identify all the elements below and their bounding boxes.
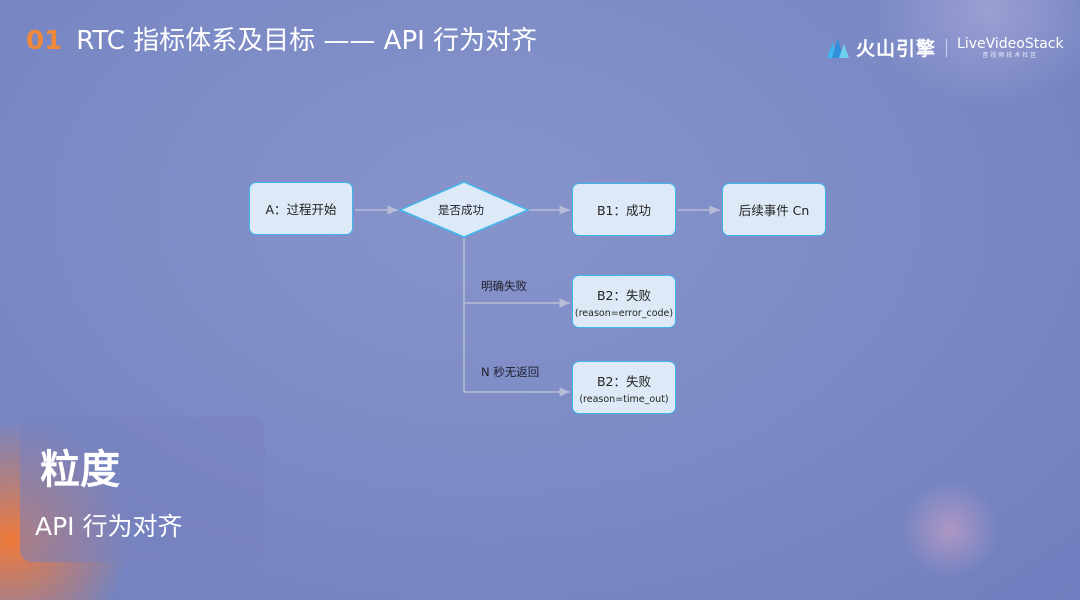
node-label: B2：失败 — [596, 373, 652, 389]
node-label: B1：成功 — [596, 203, 652, 218]
node-fail-timeout: B2：失败 (reason=time_out) — [572, 361, 676, 414]
card-subtitle: API 行为对齐 — [35, 512, 183, 541]
background-glow — [840, 0, 1080, 130]
title-text: RTC 指标体系及目标 —— API 行为对齐 — [76, 26, 538, 56]
card-heading: 粒度 — [40, 447, 120, 493]
page-title: 01 RTC 指标体系及目标 —— API 行为对齐 — [26, 20, 537, 57]
edge-label-error: 明确失败 — [481, 279, 527, 293]
edge-label-timeout: N 秒无返回 — [481, 365, 540, 379]
section-number: 01 — [26, 26, 63, 56]
brand-en: LiveVideoStack — [957, 35, 1064, 52]
node-start: A：过程开始 — [249, 182, 353, 235]
background-glow — [900, 480, 1000, 580]
logo-divider — [946, 38, 948, 57]
decision-diamond — [398, 181, 530, 238]
node-next: 后续事件 Cn — [722, 183, 826, 236]
node-label: B2：失败 — [596, 287, 652, 303]
brand-cn: 火山引擎 — [856, 38, 937, 60]
decision-label: 是否成功 — [438, 203, 484, 217]
volcano-logo-icon — [827, 37, 849, 58]
node-reason: (reason=time_out) — [579, 393, 669, 405]
node-success: B1：成功 — [572, 183, 676, 236]
node-label: A：过程开始 — [265, 202, 337, 217]
node-label: 后续事件 Cn — [738, 203, 810, 218]
node-reason: (reason=error_code) — [574, 307, 674, 319]
node-fail-error: B2：失败 (reason=error_code) — [572, 275, 676, 328]
topic-card: 粒度 API 行为对齐 — [20, 417, 265, 562]
brand-sub: 音视频技术社区 — [982, 51, 1039, 59]
